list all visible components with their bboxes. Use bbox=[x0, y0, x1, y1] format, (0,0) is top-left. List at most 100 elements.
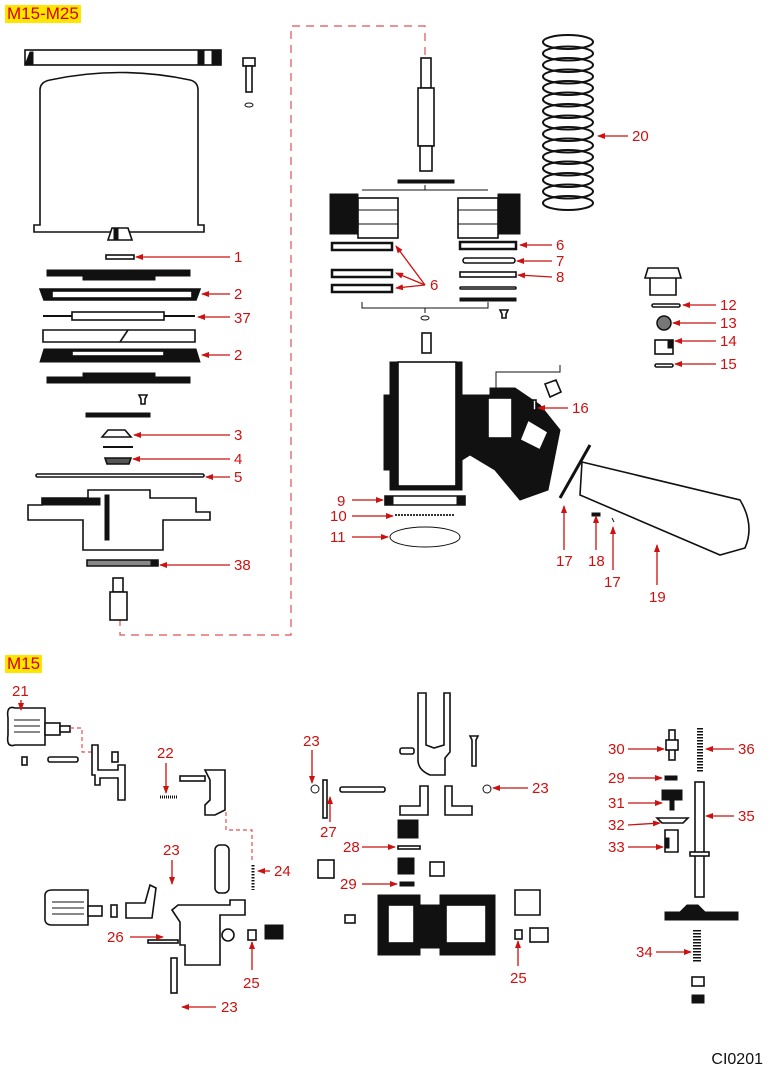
lift-rod bbox=[214, 844, 230, 894]
cover-plate bbox=[24, 49, 222, 66]
cup-seal-left-3 bbox=[330, 283, 394, 294]
part-23-circlip-right bbox=[482, 784, 492, 794]
spring-coil bbox=[542, 80, 594, 96]
callout-label-c6b: 6 bbox=[556, 237, 564, 254]
callout-label-c33: 33 bbox=[608, 839, 625, 856]
part-38-seal bbox=[86, 559, 159, 567]
callout-label-c26: 26 bbox=[107, 929, 124, 946]
callout-label-c25a: 25 bbox=[243, 975, 260, 992]
callout-label-c17a: 17 bbox=[556, 553, 573, 570]
check-valve-upper bbox=[397, 819, 419, 839]
callout-label-c37: 37 bbox=[234, 310, 251, 327]
callout-label-c23d: 23 bbox=[532, 780, 549, 797]
shaft-washer bbox=[397, 179, 455, 184]
callout-label-c23b: 23 bbox=[221, 999, 238, 1016]
spring-coil bbox=[542, 195, 594, 211]
spring-coil bbox=[542, 103, 594, 119]
part-29-spacer-b bbox=[664, 775, 678, 781]
callout-label-c2a: 2 bbox=[234, 286, 242, 303]
callout-label-c4: 4 bbox=[234, 451, 242, 468]
callout-label-c12: 12 bbox=[720, 297, 737, 314]
handle-lower bbox=[44, 889, 103, 926]
callout-label-c24: 24 bbox=[274, 863, 291, 880]
part-8-ring bbox=[459, 271, 517, 278]
callout-label-c29b: 29 bbox=[608, 770, 625, 787]
part-32-disc bbox=[655, 817, 690, 824]
elbow-fitting bbox=[514, 889, 541, 916]
bolt bbox=[242, 57, 256, 108]
cup-seal-left-1 bbox=[330, 241, 394, 252]
valve-plate bbox=[664, 904, 739, 921]
callout-label-c5: 5 bbox=[234, 469, 242, 486]
callout-label-c17b: 17 bbox=[604, 574, 621, 591]
spring-coil bbox=[542, 114, 594, 131]
spring-coil bbox=[542, 34, 594, 50]
callout-label-c13: 13 bbox=[720, 315, 737, 332]
manifold-block bbox=[377, 894, 496, 956]
spring-coil bbox=[542, 126, 594, 142]
callout-label-c29a: 29 bbox=[340, 876, 357, 893]
part-15-washer bbox=[654, 363, 674, 368]
callout-label-c30: 30 bbox=[608, 741, 625, 758]
callout-label-c19: 19 bbox=[649, 589, 666, 606]
callout-leader-c6a-extra bbox=[395, 272, 426, 286]
callout-leader-c6a bbox=[395, 284, 426, 291]
callout-label-c25b: 25 bbox=[510, 970, 527, 987]
callout-label-c31: 31 bbox=[608, 795, 625, 812]
small-screw bbox=[137, 394, 149, 405]
fork-lever bbox=[417, 692, 451, 776]
elbow-left bbox=[399, 785, 429, 816]
spring-coil bbox=[542, 183, 594, 200]
part-35-rod bbox=[694, 781, 705, 898]
part-3-seat bbox=[100, 429, 133, 438]
part-1-shim bbox=[105, 254, 135, 260]
shaft-stub bbox=[109, 577, 128, 621]
part-23-circlip-left bbox=[310, 784, 320, 794]
cam-lever bbox=[91, 744, 126, 801]
part-9-gasket bbox=[384, 495, 466, 506]
part-26-spring-clip bbox=[147, 939, 179, 944]
callout-leader-c32 bbox=[627, 820, 661, 827]
spring-coil bbox=[542, 45, 594, 62]
small-screw-2 bbox=[498, 309, 510, 319]
callout-label-c8: 8 bbox=[556, 269, 564, 286]
spring-coil bbox=[542, 172, 594, 188]
part-21-handle bbox=[6, 706, 71, 747]
part-20-spring bbox=[542, 34, 594, 211]
callout-label-c27: 27 bbox=[320, 824, 337, 841]
part-25-bushing-b bbox=[514, 929, 523, 940]
body-bolt bbox=[421, 332, 432, 354]
retainer-plate bbox=[85, 412, 151, 418]
part-28-oring bbox=[397, 845, 421, 850]
elbow-right bbox=[444, 785, 473, 816]
callout-label-c36: 36 bbox=[738, 741, 755, 758]
spring-coil bbox=[542, 91, 594, 108]
pin-rod bbox=[170, 957, 178, 994]
piston-assembly-right bbox=[457, 193, 521, 239]
valve-body-base bbox=[27, 489, 211, 551]
pivot-pin bbox=[339, 786, 386, 793]
part-27-lever-clip bbox=[322, 779, 328, 819]
part-37-membrane bbox=[43, 311, 195, 321]
diaphragm-plate-upper bbox=[46, 269, 191, 281]
callout-label-c15: 15 bbox=[720, 356, 737, 373]
part-14-valve-seat bbox=[654, 339, 674, 355]
spring-coil bbox=[542, 68, 594, 85]
callout-label-c18: 18 bbox=[588, 553, 605, 570]
diaphragm-plate-lower bbox=[46, 372, 191, 384]
callout-label-c6a: 6 bbox=[430, 277, 438, 294]
part-5-oring bbox=[35, 473, 205, 478]
spring-coil bbox=[542, 137, 594, 154]
part-4-valve bbox=[103, 457, 133, 465]
callout-label-c32: 32 bbox=[608, 817, 625, 834]
spring-coil bbox=[542, 57, 594, 73]
callout-label-c1: 1 bbox=[234, 249, 242, 266]
callout-label-c23a: 23 bbox=[163, 842, 180, 859]
section-tag-m15-m25: M15-M25 bbox=[5, 4, 81, 23]
part-7-oring bbox=[462, 257, 516, 264]
diaphragm-core bbox=[42, 329, 196, 343]
callout-label-c35: 35 bbox=[738, 808, 755, 825]
part-17-pin bbox=[611, 517, 615, 523]
